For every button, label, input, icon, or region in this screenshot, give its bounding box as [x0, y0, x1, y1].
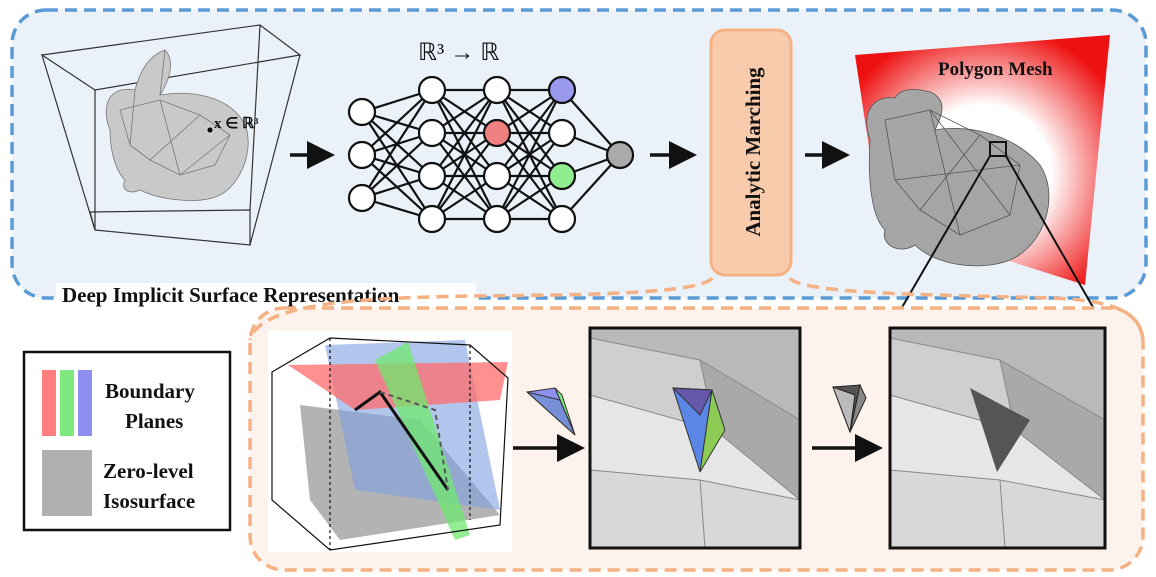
network-edge — [361, 89, 433, 156]
network-node — [482, 75, 512, 105]
zoom-panel-colored — [588, 326, 802, 550]
network-node — [605, 140, 635, 170]
network-edge — [361, 89, 433, 199]
network-edge — [561, 89, 621, 156]
network-node — [347, 140, 377, 170]
legend-swatch-red — [42, 370, 56, 436]
bunny-mesh — [105, 49, 249, 201]
colored-tetra-icon — [525, 387, 576, 436]
point-label: x ∈ ℝ³ — [214, 116, 259, 132]
network-edge — [361, 132, 433, 199]
legend: Boundary Planes Zero-level Isosurface — [22, 350, 232, 532]
network-node — [547, 118, 577, 148]
method-label: Analytic Marching — [741, 67, 765, 237]
network-edge — [431, 132, 498, 220]
network-node — [547, 161, 577, 191]
bunny-in-box: x ∈ ℝ³ — [40, 24, 302, 246]
legend-boundary-line1: Boundary — [105, 379, 195, 403]
network-node — [482, 204, 512, 234]
green-plane — [375, 342, 470, 540]
purple-facet — [671, 387, 713, 416]
network-node — [417, 204, 447, 234]
network-node — [482, 118, 512, 148]
legend-swatch-blue — [78, 370, 92, 436]
legend-boundary-line2: Planes — [125, 409, 183, 433]
zoom-panel-gray — [888, 326, 1107, 550]
network-edge — [431, 89, 498, 220]
legend-iso-line1: Zero-level — [103, 459, 194, 483]
network-node — [547, 75, 577, 105]
top-panel-caption: Deep Implicit Surface Representation — [62, 283, 400, 307]
network-node — [417, 118, 447, 148]
mapping-label: ℝ³ → ℝ — [418, 40, 499, 66]
network-edge — [496, 89, 563, 177]
network-edge — [431, 89, 498, 177]
network-edge — [496, 89, 563, 220]
network-node — [417, 161, 447, 191]
output-label: Polygon Mesh — [938, 59, 1053, 80]
sample-point — [207, 127, 213, 133]
polygon-mesh-figure: Polygon Mesh — [855, 35, 1110, 285]
legend-iso-line2: Isosurface — [103, 489, 195, 513]
network-edge — [496, 132, 563, 220]
network-node — [417, 75, 447, 105]
legend-swatch-gray — [42, 450, 92, 516]
network-node — [547, 204, 577, 234]
dark-facet — [970, 388, 1030, 472]
zoom-marker — [989, 141, 1007, 157]
gray-tetra-icon — [832, 383, 867, 434]
neural-network: ℝ³ → ℝ — [347, 40, 635, 234]
network-edge — [561, 154, 621, 220]
legend-swatch-green — [60, 370, 74, 436]
cube-with-planes — [268, 330, 512, 552]
method-box: Analytic Marching — [709, 28, 793, 277]
zoom-line-left — [889, 155, 991, 329]
network-node — [347, 97, 377, 127]
zoom-line-right — [1005, 155, 1106, 329]
green-facet — [699, 389, 726, 473]
mesh-bunny — [866, 89, 1050, 267]
network-node — [482, 161, 512, 191]
network-node — [347, 183, 377, 213]
